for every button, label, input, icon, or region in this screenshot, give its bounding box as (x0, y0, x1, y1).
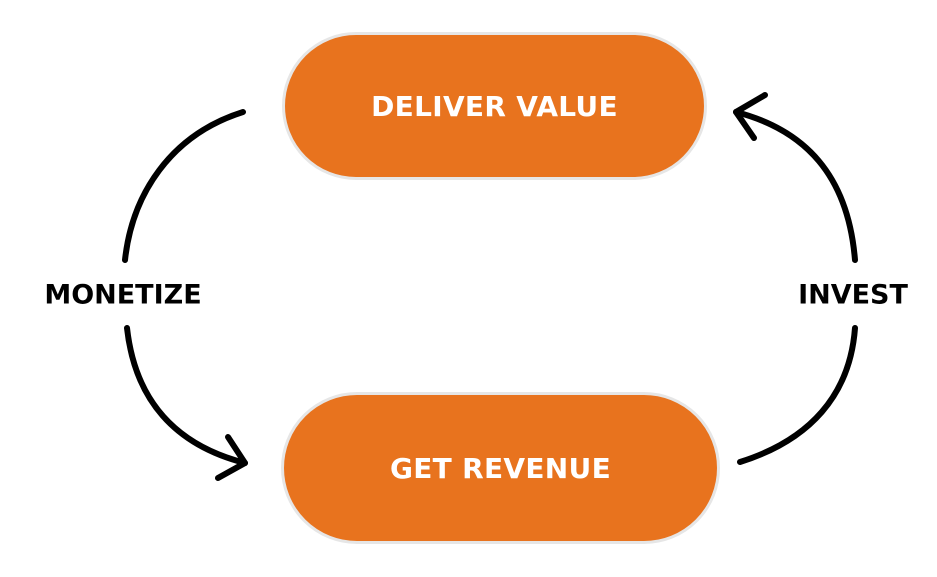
invest-arc-lower (737, 325, 858, 465)
node-deliver-value-label: DELIVER VALUE (371, 89, 618, 123)
invest-arc-upper (733, 109, 858, 263)
monetize-arc-upper (122, 109, 246, 263)
monetize-arc-lower (124, 325, 248, 466)
node-get-revenue-label: GET REVENUE (389, 451, 612, 485)
edge-label-monetize: MONETIZE (44, 279, 202, 311)
invest-arrowhead-icon (733, 92, 768, 141)
monetize-arrowhead-icon (215, 434, 248, 481)
edge-label-invest: INVEST (798, 279, 908, 311)
node-deliver-value: DELIVER VALUE (282, 32, 707, 180)
node-get-revenue: GET REVENUE (281, 392, 720, 544)
